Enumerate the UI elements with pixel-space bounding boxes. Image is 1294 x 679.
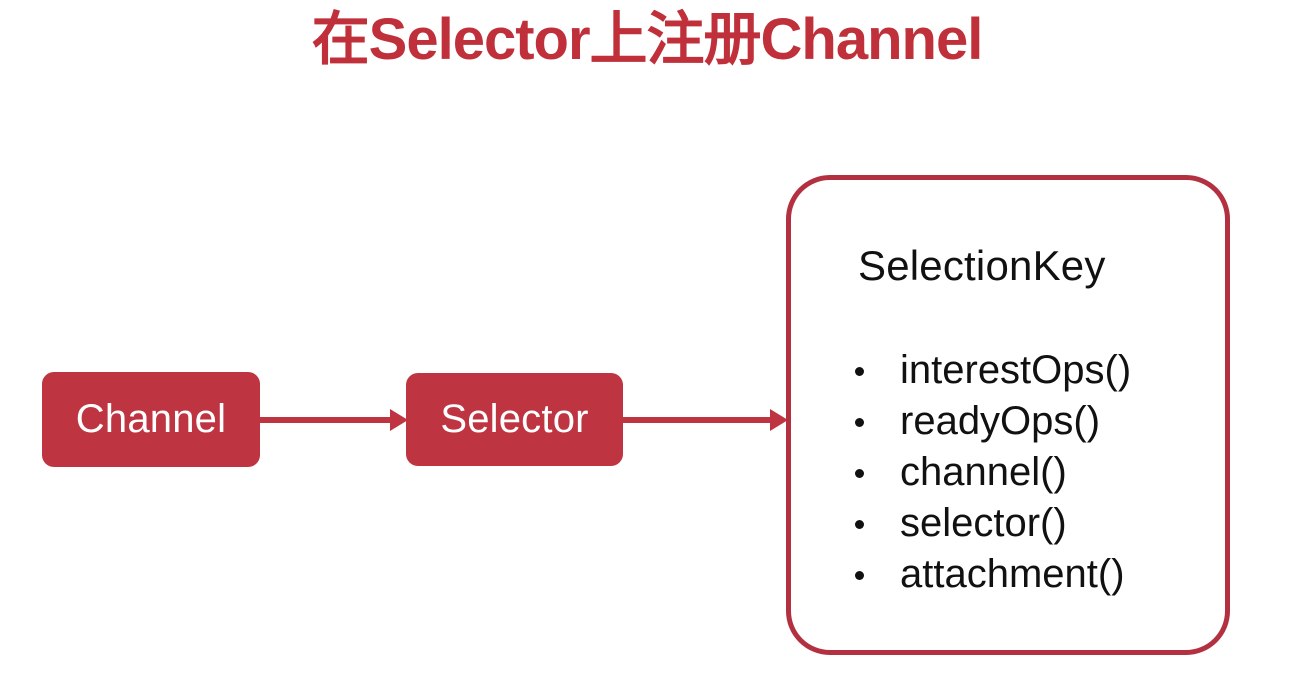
page-title: 在Selector上注册Channel (311, 7, 984, 72)
arrow-shaft (623, 417, 772, 423)
bullet-icon (855, 571, 864, 580)
arrow-selector-to-selectionkey-icon (623, 409, 788, 431)
list-item-label: readyOps() (900, 399, 1101, 443)
list-item-label: attachment() (900, 552, 1125, 596)
bullet-icon (855, 520, 864, 529)
arrow-head (770, 409, 788, 431)
bullet-icon (855, 418, 864, 427)
list-item-label: channel() (900, 450, 1067, 494)
list-item-label: interestOps() (900, 348, 1132, 392)
list-item[interactable]: readyOps() (849, 396, 1131, 447)
arrow-channel-to-selector-icon (260, 409, 408, 431)
node-selector[interactable]: Selector (406, 373, 623, 466)
node-channel[interactable]: Channel (42, 372, 260, 467)
arrow-head (390, 409, 408, 431)
arrow-shaft (260, 417, 392, 423)
list-item-label: selector() (900, 501, 1067, 545)
selectionkey-panel[interactable]: SelectionKey interestOps() readyOps() ch… (786, 175, 1230, 655)
selectionkey-method-list: interestOps() readyOps() channel() selec… (849, 345, 1131, 600)
selectionkey-title: SelectionKey (858, 242, 1106, 289)
list-item[interactable]: interestOps() (849, 345, 1131, 396)
list-item[interactable]: attachment() (849, 549, 1131, 600)
bullet-icon (855, 367, 864, 376)
list-item[interactable]: selector() (849, 498, 1131, 549)
node-channel-label: Channel (75, 397, 227, 441)
bullet-icon (855, 469, 864, 478)
list-item[interactable]: channel() (849, 447, 1131, 498)
node-selector-label: Selector (440, 397, 589, 441)
